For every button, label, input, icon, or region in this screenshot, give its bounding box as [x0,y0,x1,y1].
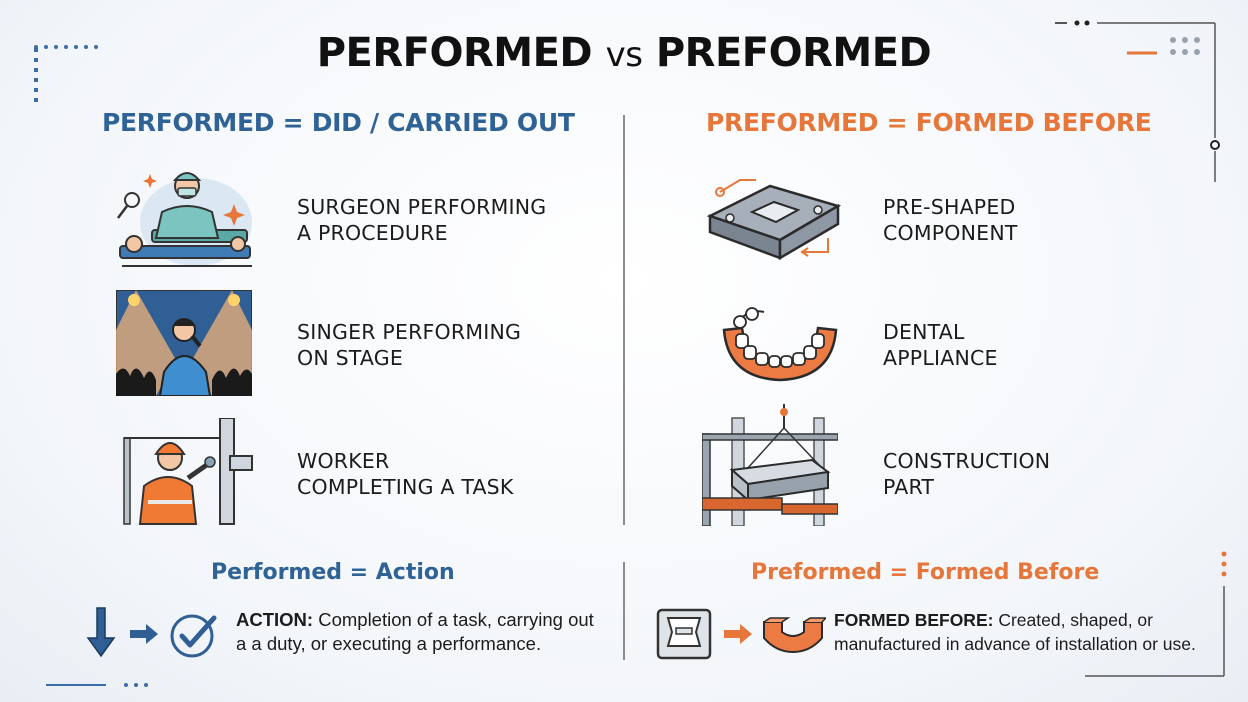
right-subheading: Preformed = Formed Before [751,560,1100,585]
right-arrow-icon [128,622,160,646]
title-preformed: PREFORMED [655,30,932,76]
decor-dots-left-vertical [34,48,38,108]
decor-bottom-left [46,675,156,687]
formed-part-icon [760,614,828,654]
orange-arrow-icon [722,622,754,646]
surgeon-icon [112,160,257,272]
right-item-1-text: PRE-SHAPED COMPONENT [883,195,1018,245]
down-arrow-icon [86,606,116,658]
left-heading: PERFORMED = DID / CARRIED OUT [102,108,575,137]
page-title: PERFORMED vs PREFORMED [0,30,1248,76]
right-heading: PREFORMED = FORMED BEFORE [706,108,1152,137]
component-icon [700,166,850,270]
dental-appliance-icon [714,300,846,384]
singer-icon [115,289,253,397]
decor-top-right [1055,20,1225,190]
left-note: ACTION: Completion of a task, carrying o… [236,609,594,654]
worker-icon [118,417,254,526]
left-item-2-text: SINGER PERFORMING ON STAGE [297,320,522,370]
decor-dots-top-left [34,36,104,54]
mold-icon [656,608,712,660]
right-note: FORMED BEFORE: Created, shaped, or manuf… [834,610,1196,654]
left-item-3-text: WORKER COMPLETING A TASK [297,449,514,499]
column-divider-bottom [623,562,625,660]
left-item-1-text: SURGEON PERFORMING A PROCEDURE [297,195,547,245]
title-vs: vs [605,35,643,75]
right-item-2-text: DENTAL APPLIANCE [883,320,998,370]
title-performed: PERFORMED [316,30,593,76]
column-divider-top [623,115,625,525]
left-subheading: Performed = Action [211,560,455,585]
decor-bottom-right [1085,550,1235,680]
right-item-3-text: CONSTRUCTION PART [883,449,1051,499]
checkmark-icon [168,608,220,660]
steel-beam-icon [701,404,839,527]
